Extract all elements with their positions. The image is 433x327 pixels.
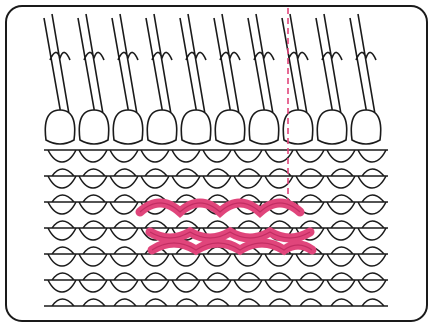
needle-loop [215, 110, 244, 144]
needle-loop [79, 110, 108, 144]
needle-loop [147, 110, 176, 144]
needle-loop [45, 110, 74, 144]
needle-loop [317, 110, 346, 144]
needle-loop [181, 110, 210, 144]
needle-loop [249, 110, 278, 144]
needle-loop [113, 110, 142, 144]
needle-loop [351, 110, 380, 144]
